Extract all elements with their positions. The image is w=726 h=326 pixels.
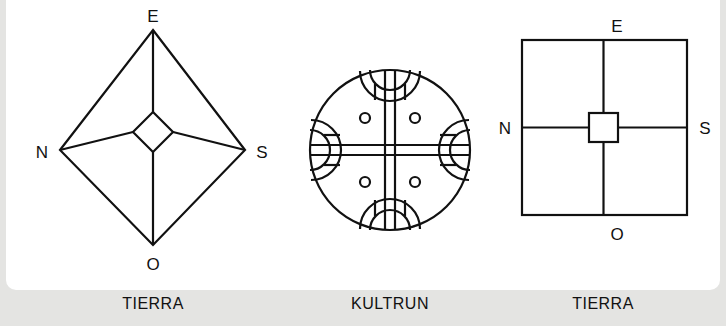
direction-letter: S — [699, 120, 710, 137]
direction-letter: N — [499, 120, 511, 137]
tierra-diamond — [60, 30, 245, 245]
kultrun-drum — [310, 70, 470, 230]
tierra-square — [522, 40, 687, 215]
figure-caption: TIERRA — [122, 296, 184, 312]
figure-caption: KULTRUN — [351, 296, 429, 312]
direction-letter: N — [36, 144, 48, 161]
direction-letter: S — [256, 144, 267, 161]
figure-caption: TIERRA — [572, 296, 634, 312]
direction-letter: O — [610, 226, 623, 243]
direction-letter: E — [611, 18, 622, 35]
direction-letter: O — [146, 256, 159, 273]
direction-letter: E — [147, 8, 158, 25]
panel — [6, 0, 720, 290]
